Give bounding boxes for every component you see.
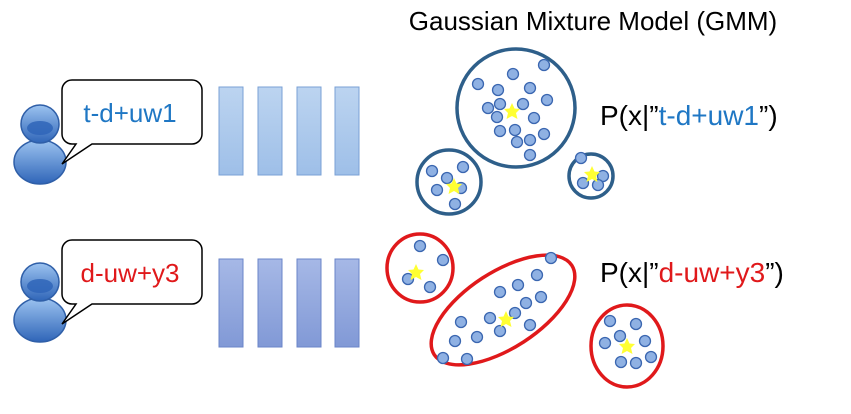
sample-point (574, 151, 588, 165)
sample-point (576, 176, 590, 190)
sample-point (448, 197, 462, 211)
sample-point (534, 290, 548, 304)
prob-label-1: t-d+uw1 (659, 100, 759, 131)
sample-point (436, 351, 450, 365)
sample-point (481, 101, 495, 115)
sample-point (506, 67, 520, 81)
gmm-clusters-2 (385, 232, 665, 389)
sample-point (523, 133, 537, 147)
sample-point (510, 135, 524, 149)
sample-point (454, 315, 468, 329)
sample-point (508, 306, 522, 320)
feature-columns-2 (218, 258, 360, 348)
sample-point (425, 164, 439, 178)
cluster-ellipse (415, 148, 483, 216)
bubble-text-2: d-uw+y3 (81, 258, 180, 288)
star-icon (584, 166, 600, 182)
sample-point (440, 171, 454, 185)
sample-point (483, 311, 497, 325)
star-icon (446, 178, 462, 194)
sample-point (471, 77, 485, 91)
sample-point (613, 329, 627, 343)
sample-point (537, 58, 551, 72)
feature-columns-1 (218, 86, 360, 176)
speech-bubble: d-uw+y3 (61, 239, 203, 325)
sample-point (629, 356, 643, 370)
cluster-ellipse (455, 47, 577, 169)
sample-point (544, 251, 558, 265)
sample-point (530, 268, 544, 282)
row-2: d-uw+y3 P(x|”d-uw+y3”) (13, 232, 784, 389)
sample-point (523, 318, 537, 332)
prob-prefix-1: P(x|” (600, 100, 659, 131)
sample-point (527, 111, 541, 125)
user-icon (13, 262, 67, 343)
probability-label-2: P(x|”d-uw+y3”) (600, 257, 784, 288)
sample-point (516, 97, 530, 111)
diagram-title: Gaussian Mixture Model (GMM) (409, 6, 777, 36)
sample-point (540, 93, 554, 107)
sample-point (401, 272, 415, 286)
row-1: t-d+uw1 P(x|”t-d+uw1”) (13, 47, 778, 216)
cluster-ellipse (589, 303, 665, 389)
sample-point (493, 324, 507, 338)
prob-suffix-1: ”) (759, 100, 778, 131)
prob-suffix-2: ”) (765, 257, 784, 288)
sample-point (523, 148, 537, 162)
sample-point (430, 183, 444, 197)
star-icon (498, 311, 514, 327)
sample-point (493, 124, 507, 138)
sample-point (491, 83, 505, 97)
sample-point (508, 123, 522, 137)
sample-point (448, 334, 462, 348)
bubble-text-1: t-d+uw1 (83, 98, 176, 128)
sample-point (423, 280, 437, 294)
sample-point (644, 350, 658, 364)
sample-point (537, 127, 551, 141)
user-icon (13, 104, 67, 185)
sample-point (413, 239, 427, 253)
speech-bubble: t-d+uw1 (61, 79, 203, 165)
star-icon (408, 264, 424, 280)
gmm-clusters-1 (415, 47, 615, 216)
sample-point (470, 330, 484, 344)
sample-point (629, 317, 643, 331)
sample-point (638, 334, 652, 348)
prob-prefix-2: P(x|” (600, 257, 659, 288)
sample-point (436, 253, 450, 267)
sample-point (523, 81, 537, 95)
sample-point (456, 160, 470, 174)
sample-point (519, 296, 533, 310)
sample-point (603, 314, 617, 328)
cluster-ellipse (385, 232, 455, 304)
probability-label-1: P(x|”t-d+uw1”) (600, 100, 778, 131)
star-icon (619, 338, 635, 354)
prob-label-2: d-uw+y3 (659, 257, 766, 288)
sample-point (511, 278, 525, 292)
sample-point (591, 178, 605, 192)
cluster-ellipse (429, 253, 577, 367)
cluster-ellipse (567, 152, 615, 200)
sample-point (614, 355, 628, 369)
sample-point (460, 352, 474, 366)
sample-point (598, 336, 612, 350)
sample-point (493, 285, 507, 299)
sample-point (493, 97, 507, 111)
star-icon (504, 103, 520, 119)
sample-point (490, 110, 504, 124)
